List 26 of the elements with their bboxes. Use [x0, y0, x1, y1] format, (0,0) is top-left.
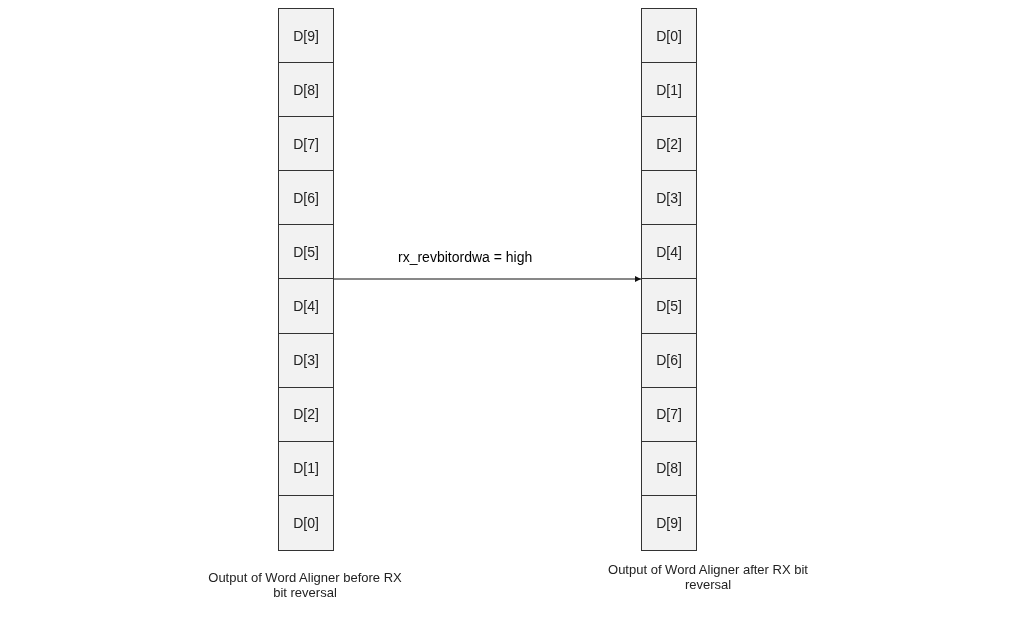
bit-label: D[1] — [293, 460, 319, 477]
bit-label: D[4] — [656, 243, 682, 260]
bit-label: D[6] — [656, 352, 682, 369]
register-column — [278, 8, 334, 551]
bit-label: D[5] — [656, 298, 682, 315]
edge-label: rx_revbitordwa = high — [396, 249, 535, 265]
node-label: Output of Word Aligner before RX bit reversal — [207, 570, 403, 600]
bit-label: D[0] — [293, 514, 319, 531]
bit-label: D[9] — [656, 514, 682, 531]
bit-label: D[6] — [293, 189, 319, 206]
bit-label: D[0] — [656, 27, 682, 44]
bit-label: D[8] — [293, 81, 319, 98]
bit-label: D[2] — [656, 135, 682, 152]
bit-label: D[9] — [293, 27, 319, 44]
bit-label: D[1] — [656, 81, 682, 98]
arrow — [333, 276, 642, 282]
bit-label: D[4] — [293, 298, 319, 315]
register-column — [641, 8, 697, 551]
bit-label: D[8] — [656, 460, 682, 477]
bit-label: D[2] — [293, 406, 319, 423]
bit-label: D[3] — [293, 352, 319, 369]
bit-label: D[3] — [656, 189, 682, 206]
bit-label: D[7] — [656, 406, 682, 423]
bit-label: D[5] — [293, 243, 319, 260]
bit-label: D[7] — [293, 135, 319, 152]
node-label: Output of Word Aligner after RX bit reversal — [607, 562, 809, 592]
